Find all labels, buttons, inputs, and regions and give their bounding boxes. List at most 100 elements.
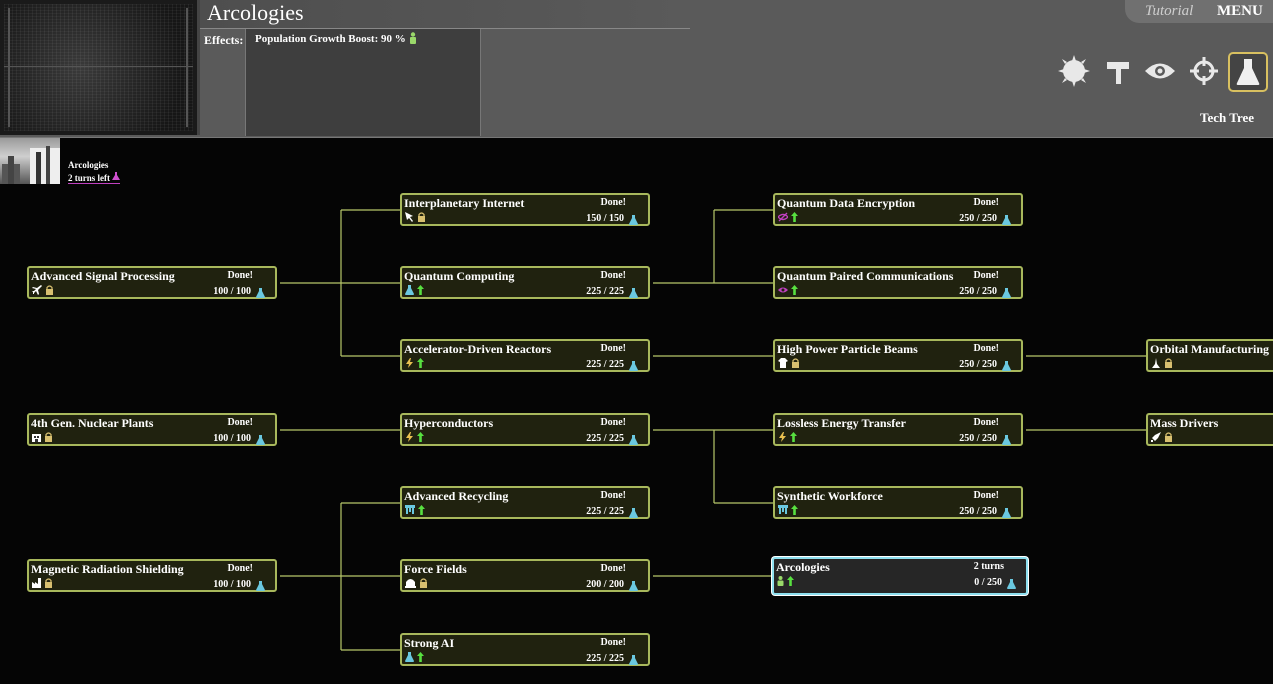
flask-icon bbox=[256, 285, 265, 303]
bolt-icon bbox=[405, 358, 414, 368]
top-bar: Arcologies Effects: Population Growth Bo… bbox=[0, 0, 1273, 138]
tech-progress: 200 / 200 bbox=[586, 579, 624, 590]
arrow-up-icon bbox=[417, 652, 424, 662]
tech-name: Quantum Data Encryption bbox=[777, 196, 916, 210]
missile-icon bbox=[1151, 432, 1161, 442]
flask-icon bbox=[1002, 505, 1011, 523]
tech-node-om[interactable]: Orbital Manufacturing bbox=[1146, 339, 1273, 372]
shield-icon bbox=[405, 578, 416, 588]
menu-tab bbox=[1125, 0, 1273, 23]
tech-unlocks bbox=[777, 576, 794, 586]
tech-status: Done! bbox=[973, 490, 999, 501]
tech-unlocks bbox=[405, 652, 424, 662]
arrow-up-icon bbox=[791, 505, 798, 515]
tech-progress: 250 / 250 bbox=[959, 359, 997, 370]
tech-status: 2 turns bbox=[973, 561, 1004, 572]
arrow-up-icon bbox=[790, 432, 797, 442]
arrow-up-icon bbox=[791, 212, 798, 222]
flask-icon[interactable] bbox=[1228, 52, 1268, 92]
shirt-icon bbox=[778, 358, 788, 368]
hammer-icon[interactable] bbox=[1099, 52, 1137, 90]
tech-progress: 100 / 100 bbox=[213, 579, 251, 590]
flask-icon bbox=[1002, 432, 1011, 450]
satellite-icon bbox=[1151, 358, 1161, 368]
menu-button[interactable]: MENU bbox=[1217, 3, 1263, 19]
tech-name: Quantum Computing bbox=[404, 269, 515, 283]
tech-status: Done! bbox=[973, 270, 999, 281]
tech-unlocks bbox=[32, 285, 54, 295]
tech-unlocks bbox=[405, 285, 424, 295]
crosshair-icon[interactable] bbox=[1185, 52, 1223, 90]
tech-unlocks bbox=[405, 578, 428, 588]
lock-icon bbox=[1164, 358, 1173, 368]
lock-icon bbox=[1164, 432, 1173, 442]
tech-progress: 150 / 150 bbox=[586, 213, 624, 224]
tech-name: 4th Gen. Nuclear Plants bbox=[31, 416, 154, 430]
tech-status: Done! bbox=[227, 270, 253, 281]
tutorial-button[interactable]: Tutorial bbox=[1145, 3, 1194, 19]
tech-node-asp[interactable]: Advanced Signal Processing Done! 100 / 100 bbox=[27, 266, 277, 299]
flask-icon bbox=[405, 652, 414, 662]
tech-name: Advanced Signal Processing bbox=[31, 269, 175, 283]
tech-progress: 100 / 100 bbox=[213, 286, 251, 297]
tech-name: Quantum Paired Communications bbox=[777, 269, 954, 283]
tech-status: Done! bbox=[227, 563, 253, 574]
effects-panel: Population Growth Boost: 90 % bbox=[245, 29, 481, 136]
tech-name: Synthetic Workforce bbox=[777, 489, 883, 503]
flask-icon bbox=[405, 285, 414, 295]
tech-unlocks bbox=[405, 212, 426, 222]
arrow-up-icon bbox=[417, 285, 424, 295]
arrow-up-icon bbox=[791, 285, 798, 295]
tech-unlocks bbox=[32, 432, 53, 442]
minimap[interactable] bbox=[0, 0, 200, 135]
lock-icon bbox=[44, 578, 53, 588]
tech-node-md[interactable]: Mass Drivers bbox=[1146, 413, 1273, 446]
tech-name: Advanced Recycling bbox=[404, 489, 509, 503]
factory-icon bbox=[32, 578, 41, 588]
tech-unlocks bbox=[405, 432, 424, 442]
eye-icon[interactable] bbox=[1141, 52, 1179, 90]
tech-unlocks bbox=[778, 432, 797, 442]
current-research-turns: 2 turns left bbox=[68, 172, 121, 184]
tech-name: Lossless Energy Transfer bbox=[777, 416, 906, 430]
person-icon bbox=[409, 32, 416, 44]
bolt-icon bbox=[405, 432, 414, 442]
recycle-icon bbox=[778, 505, 788, 515]
tech-name: Arcologies bbox=[776, 560, 830, 574]
tech-status: Done! bbox=[600, 197, 626, 208]
plane-icon bbox=[32, 285, 42, 295]
tech-status: Done! bbox=[973, 197, 999, 208]
arrow-up-icon bbox=[787, 576, 794, 586]
tech-progress: 100 / 100 bbox=[213, 433, 251, 444]
tech-node-sw[interactable]: Synthetic Workforce Done! 250 / 250 bbox=[773, 486, 1023, 519]
tech-progress: 250 / 250 bbox=[959, 506, 997, 517]
bolt-icon bbox=[778, 432, 787, 442]
lock-icon bbox=[419, 578, 428, 588]
tech-name: Strong AI bbox=[404, 636, 455, 650]
tech-status: Done! bbox=[973, 343, 999, 354]
tech-status: Done! bbox=[600, 563, 626, 574]
tech-status: Done! bbox=[600, 343, 626, 354]
sun-icon[interactable] bbox=[1055, 52, 1093, 90]
tech-unlocks bbox=[778, 505, 798, 515]
flask-icon bbox=[629, 652, 638, 670]
tech-name: Mass Drivers bbox=[1150, 416, 1219, 430]
current-research-name: Arcologies bbox=[68, 160, 109, 170]
tech-progress: 250 / 250 bbox=[959, 433, 997, 444]
tech-status: Done! bbox=[600, 637, 626, 648]
tech-status: Done! bbox=[600, 490, 626, 501]
